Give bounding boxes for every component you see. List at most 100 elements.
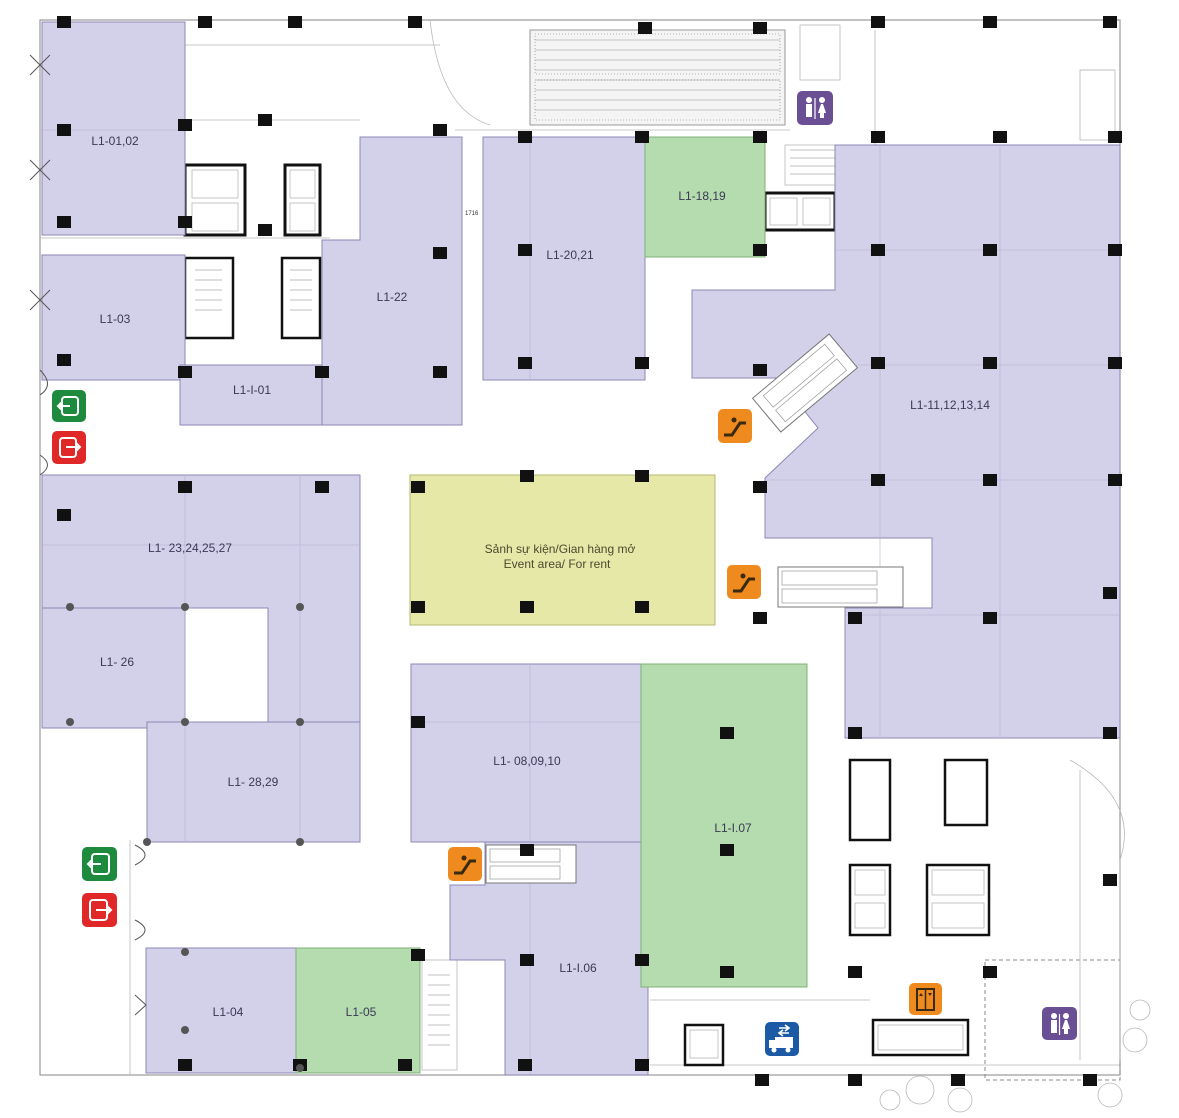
column-marker [1103, 587, 1117, 599]
column-marker [520, 954, 534, 966]
label-l1-22: L1-22 [377, 290, 408, 304]
column-marker [178, 119, 192, 131]
column-marker [1083, 1074, 1097, 1086]
label-l1-i-01: L1-I-01 [233, 383, 271, 397]
column-marker [518, 357, 532, 369]
column-marker [1108, 474, 1122, 486]
column-marker [720, 966, 734, 978]
entrance-icon[interactable] [82, 847, 117, 881]
column-marker [518, 244, 532, 256]
unit-l1-i-07[interactable] [640, 663, 808, 988]
column-marker [411, 716, 425, 728]
restroom-icon[interactable] [1042, 1007, 1077, 1040]
column-marker [178, 366, 192, 378]
label-l1-i-07: L1-I.07 [714, 821, 752, 835]
column-marker [518, 131, 532, 143]
column-marker [720, 844, 734, 856]
column-marker [951, 1074, 965, 1086]
unit-grid-lines [40, 129, 1120, 1075]
unit-l1-08-09-10[interactable] [410, 663, 642, 843]
label-l1-18-19: L1-18,19 [678, 189, 726, 203]
escalator-icon[interactable] [448, 847, 482, 881]
column-marker [753, 131, 767, 143]
column-marker [993, 131, 1007, 143]
unit-l1-04[interactable] [145, 947, 297, 1074]
dimension-note: 1716 [465, 211, 479, 217]
column-marker [57, 354, 71, 366]
column-marker [983, 16, 997, 28]
label-l1-i-06: L1-I.06 [559, 961, 597, 975]
column-marker [315, 481, 329, 493]
green-units [295, 136, 808, 1074]
column-marker [753, 22, 767, 34]
column-marker [753, 481, 767, 493]
unit-l1-20-21[interactable] [482, 136, 646, 381]
column-marker [983, 244, 997, 256]
column-marker [411, 481, 425, 493]
label-l1-05: L1-05 [346, 1005, 377, 1019]
column-marker [635, 954, 649, 966]
column-marker [1103, 16, 1117, 28]
exit-icon[interactable] [52, 431, 86, 464]
column-marker [848, 1074, 862, 1086]
column-marker [57, 509, 71, 521]
column-marker [720, 727, 734, 739]
column-marker [1108, 244, 1122, 256]
column-marker [520, 844, 534, 856]
restroom-icon[interactable] [797, 91, 833, 125]
exit-icon[interactable] [82, 893, 117, 927]
entrance-icon[interactable] [52, 390, 86, 422]
right-lower-core [421, 664, 1109, 1071]
column-marker [848, 727, 862, 739]
unit-l1-26[interactable] [41, 607, 186, 729]
elevator-icon[interactable] [909, 983, 942, 1015]
column-marker [753, 364, 767, 376]
column-marker [411, 601, 425, 613]
unit-l1-i-01[interactable] [179, 364, 323, 426]
column-marker [635, 470, 649, 482]
event-area[interactable] [409, 474, 716, 626]
column-marker [753, 612, 767, 624]
door-markers [29, 54, 147, 1016]
label-l1-23-27: L1- 23,24,25,27 [148, 541, 232, 555]
column-marker [411, 949, 425, 961]
column-marker [57, 216, 71, 228]
unit-l1-28-29[interactable] [146, 721, 361, 843]
column-marker [871, 131, 885, 143]
column-marker [848, 966, 862, 978]
event-area-label-en: Event area/ For rent [504, 557, 611, 571]
column-marker [433, 247, 447, 259]
column-marker [1108, 131, 1122, 143]
escalator-icon[interactable] [718, 409, 752, 443]
column-marker [983, 474, 997, 486]
column-marker [433, 124, 447, 136]
column-marker [408, 16, 422, 28]
unit-l1-11-14[interactable] [691, 144, 1121, 739]
column-marker [635, 1059, 649, 1071]
column-marker [635, 131, 649, 143]
column-marker [983, 612, 997, 624]
round-columns [66, 603, 304, 1072]
column-marker [871, 357, 885, 369]
column-marker [178, 481, 192, 493]
column-marker [638, 22, 652, 34]
column-marker [520, 470, 534, 482]
column-marker [635, 357, 649, 369]
left-core [183, 163, 322, 340]
loading-dock-icon[interactable] [765, 1022, 799, 1056]
column-marker [57, 16, 71, 28]
structural-columns [57, 16, 1122, 1086]
escalator-icon[interactable] [727, 565, 761, 599]
column-marker [178, 216, 192, 228]
column-marker [518, 1059, 532, 1071]
unit-l1-05[interactable] [295, 947, 421, 1074]
label-l1-04: L1-04 [213, 1005, 244, 1019]
unit-l1-18-19[interactable] [644, 136, 766, 258]
column-marker [848, 612, 862, 624]
column-marker [1108, 357, 1122, 369]
column-marker [258, 114, 272, 126]
label-l1-03: L1-03 [100, 312, 131, 326]
unit-l1-22[interactable] [321, 136, 463, 426]
column-marker [983, 357, 997, 369]
